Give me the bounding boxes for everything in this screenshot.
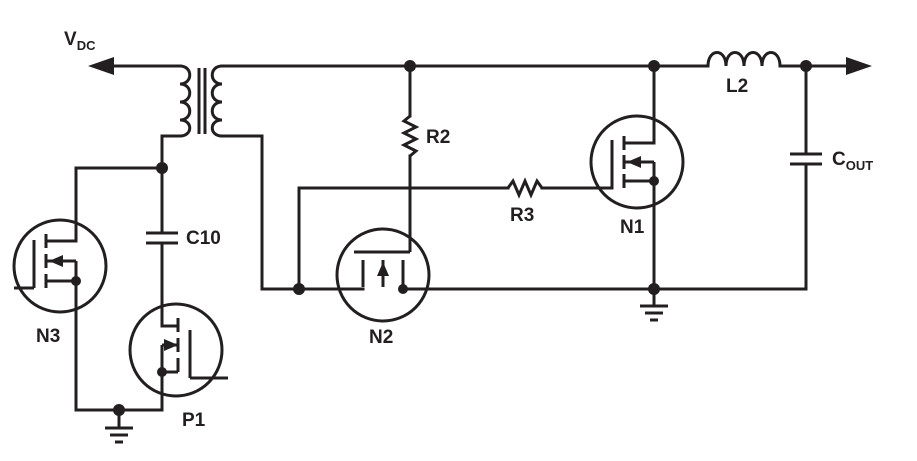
- transformer: [179, 64, 223, 138]
- label-cout-main: C: [832, 149, 846, 170]
- label-vdc-sub: DC: [76, 38, 96, 53]
- mosfet-n1: [589, 66, 685, 210]
- label-r2: R2: [426, 127, 451, 148]
- ground-left: [105, 408, 133, 444]
- label-l2: L2: [726, 76, 749, 97]
- capacitor-cout: [790, 64, 822, 291]
- resistor-r3: [506, 177, 544, 199]
- gate-wire: [297, 186, 510, 291]
- label-p1: P1: [182, 410, 206, 431]
- label-c10: C10: [186, 228, 221, 249]
- secondary-return: [220, 134, 365, 291]
- ground-n1: [640, 287, 668, 322]
- n3-source-wire: [74, 279, 164, 412]
- label-n1: N1: [620, 217, 645, 238]
- label-vdc: VDC: [64, 29, 95, 52]
- mosfet-p1: [128, 302, 228, 398]
- label-cout: COUT: [832, 149, 873, 172]
- label-vdc-main: V: [64, 29, 77, 50]
- capacitor-c10: [146, 166, 178, 320]
- resistor-r2: [400, 114, 420, 158]
- n3-drain-wire: [74, 166, 164, 228]
- vdc-arrow: [88, 57, 182, 75]
- primary-lead: [160, 134, 182, 170]
- inductor-l2: [706, 51, 782, 67]
- output-arrow: [846, 57, 872, 75]
- label-cout-sub: OUT: [845, 158, 874, 173]
- label-n2: N2: [369, 327, 394, 348]
- mosfet-n2: [335, 227, 431, 323]
- mosfet-n3: [12, 218, 108, 314]
- label-r3: R3: [510, 205, 535, 226]
- label-n3: N3: [36, 326, 61, 347]
